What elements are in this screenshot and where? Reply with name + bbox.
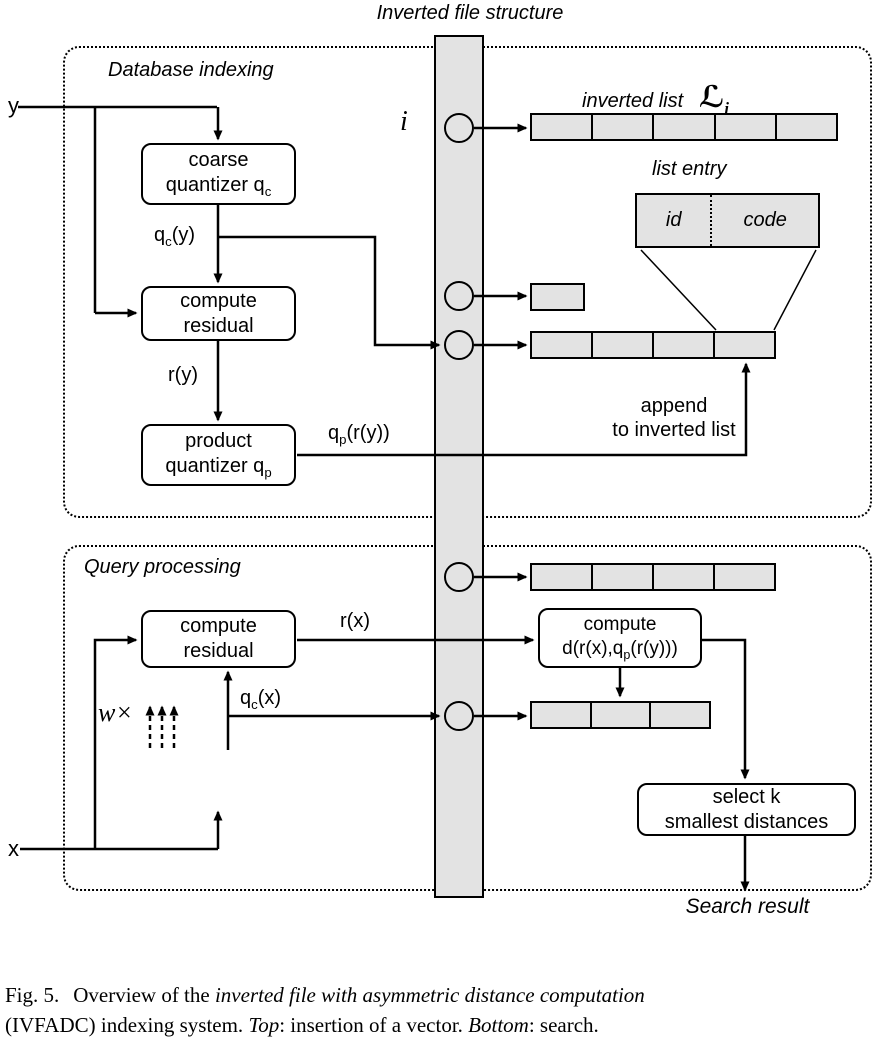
query-list-row-2 [530,701,712,729]
label-qp-ry: qp(r(y)) [328,422,390,447]
wire-compute-d-to-select-k [702,638,750,780]
list-cell [591,113,655,141]
list-entry-code: code [710,195,818,246]
list-entry-box: id code [635,193,820,248]
query-list-row-1 [530,563,776,591]
compute-residual-bottom-box: compute residual [141,610,296,668]
wire-qcy-to-bar [218,235,441,350]
box-line: compute [583,613,657,635]
select-k-box: select k smallest distances [637,783,856,836]
box-line: coarse [188,148,249,171]
append-to-inverted-list-label: append to inverted list [612,395,736,441]
bar-node-index-i [444,113,474,143]
box-line: residual [183,314,254,337]
box-line: quantizer qp [165,454,272,480]
list-cell [589,701,652,729]
box-line: d(r(x),qp(r(y))) [562,637,678,662]
label-r-x: r(x) [340,610,370,632]
list-cell [591,331,654,359]
list-cell [591,563,654,591]
box-line: compute [180,289,257,312]
input-label-y: y [8,93,19,118]
wire-append-to-list [297,362,751,457]
index-i-symbol: i [400,106,408,137]
inverted-list-row-append [530,331,776,359]
caption-fig-number: Fig. 5. [5,983,60,1007]
input-label-x: x [8,836,19,861]
coarse-quantizer-qc-box: coarse quantizer qc [141,143,296,205]
bar-node-5 [444,701,474,731]
figure-title: Inverted file structure [376,2,564,24]
list-entry-id: id [665,209,682,231]
entry-flare-left [640,249,717,331]
label-qc-x: qc(x) [240,687,282,712]
inverted-list-row-single [530,283,585,311]
bar-node-4 [444,562,474,592]
entry-flare-right [773,249,817,331]
list-cell [652,563,715,591]
box-line: quantizer qc [165,173,272,199]
inverted-list-label: inverted list [582,90,684,112]
list-cell [652,331,715,359]
list-cell [713,563,776,591]
section-label-database-indexing: Database indexing [108,59,274,81]
connector-wires [18,105,817,892]
wire-x-to-residual [93,635,138,849]
label-qc-y: qc(y) [154,224,196,249]
compute-distance-box: compute d(r(x),qp(r(y))) [538,608,702,668]
list-cell [713,113,777,141]
inverted-file-bar [434,35,484,898]
search-result-label: Search result [685,895,810,918]
list-cell [530,113,594,141]
list-symbol-L: ℒi [698,80,730,118]
bar-node-3 [444,330,474,360]
section-label-query-processing: Query processing [84,556,241,578]
label-r-y: r(y) [168,364,198,386]
inverted-list-row-top [530,113,839,141]
box-line: compute [180,615,257,637]
list-cell [649,701,712,729]
product-quantizer-qp-box: product quantizer qp [141,424,296,486]
box-line: select k [712,785,781,808]
bar-node-2 [444,281,474,311]
list-cell [530,563,593,591]
list-cell [530,283,585,311]
list-cell [713,331,776,359]
list-cell [530,701,592,729]
list-cell [774,113,839,141]
list-cell [652,113,716,141]
box-line: residual [183,640,254,662]
compute-residual-top-box: compute residual [141,286,296,341]
list-entry-label: list entry [652,158,727,180]
figure-caption: Fig. 5.Overview of the inverted file wit… [5,983,645,1038]
list-cell [530,331,593,359]
label-w-times: w× [98,698,133,727]
box-line: smallest distances [664,810,829,833]
box-line: product [185,429,252,452]
inverted-list-heading: inverted list ℒi [582,80,729,119]
